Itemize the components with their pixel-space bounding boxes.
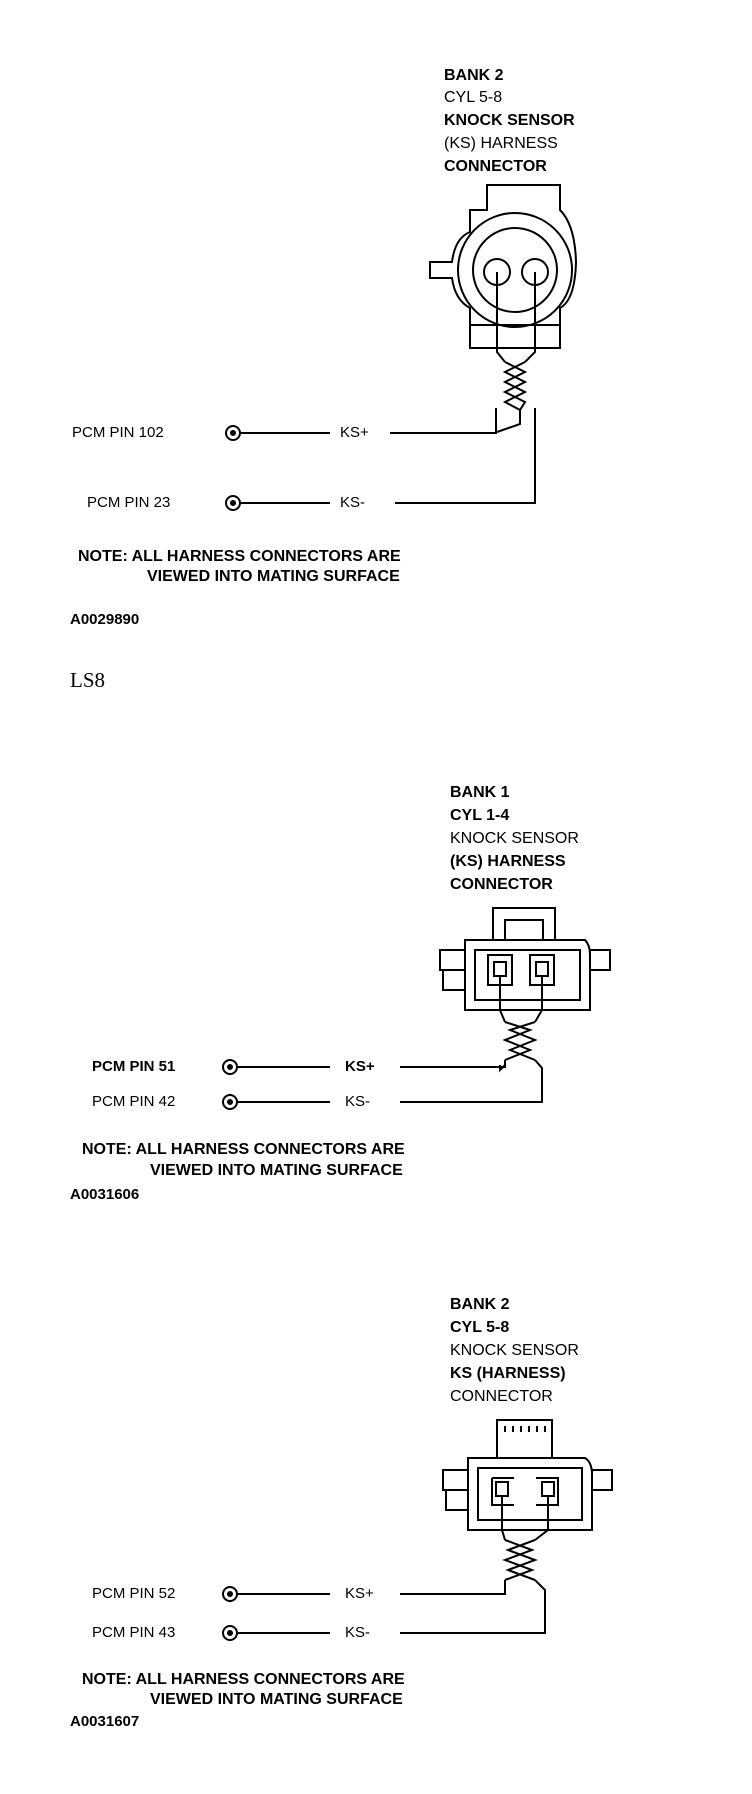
twisted-pair: [505, 1540, 532, 1580]
pin-terminal-42: [223, 1095, 237, 1109]
connector-latch: [497, 1420, 552, 1458]
ks-signal-label: KS+: [345, 1058, 375, 1075]
connector-tab-left: [440, 950, 465, 970]
connector-header-line: CYL 5-8: [450, 1319, 510, 1336]
connector-header-line: CONNECTOR: [450, 1388, 553, 1405]
note-line: NOTE: ALL HARNESS CONNECTORS ARE: [82, 1671, 405, 1688]
section-label: LS8: [70, 668, 106, 692]
note-line: VIEWED INTO MATING SURFACE: [150, 1691, 403, 1708]
twisted-pair: [505, 1022, 530, 1060]
connector-header-line: KS (HARNESS): [450, 1365, 566, 1382]
pcm-pin-label: PCM PIN 51: [92, 1058, 176, 1075]
note-line: VIEWED INTO MATING SURFACE: [150, 1162, 403, 1179]
connector-body: [468, 1458, 592, 1530]
ks-signal-label: KS-: [340, 494, 366, 511]
wire-ks-minus: [400, 1580, 545, 1633]
round-connector-drawing: [0, 0, 752, 560]
pcm-pin-label: PCM PIN 23: [87, 494, 171, 511]
connector-header-line: (KS) HARNESS: [450, 853, 566, 870]
connector-tab-left: [443, 1470, 468, 1490]
pcm-pin-label: PCM PIN 102: [72, 424, 164, 441]
wire-ks-plus: [400, 1060, 505, 1067]
connector-tab-right: [590, 950, 610, 970]
pin-terminal-51: [223, 1060, 237, 1074]
pcm-pin-label: PCM PIN 52: [92, 1585, 176, 1602]
connector-header-line: (KS) HARNESS: [444, 135, 558, 152]
figure-code: A0029890: [70, 611, 140, 628]
ks-signal-label: KS-: [345, 1093, 371, 1110]
connector-body: [465, 940, 590, 1010]
wire-ks-minus: [400, 1060, 542, 1102]
wire-ks-minus: [395, 408, 535, 503]
connector-header-line: CYL 5-8: [444, 89, 503, 106]
connector-latch: [493, 908, 555, 940]
connector-header-line: BANK 2: [450, 1296, 510, 1313]
connector-header-line: KNOCK SENSOR: [450, 1342, 579, 1359]
wire-ks-plus: [400, 1580, 505, 1594]
figure-code: A0031607: [70, 1713, 140, 1730]
ks-signal-label: KS-: [345, 1624, 371, 1641]
connector-header-line: BANK 1: [450, 784, 510, 801]
pcm-pin-label: PCM PIN 42: [92, 1093, 176, 1110]
connector-header-line: KNOCK SENSOR: [450, 830, 579, 847]
connector-face: [473, 228, 557, 312]
connector-header-line: CONNECTOR: [444, 158, 547, 175]
note-line: VIEWED INTO MATING SURFACE: [147, 568, 400, 585]
ks-signal-label: KS+: [345, 1585, 374, 1602]
connector-header-line: CYL 1-4: [450, 807, 510, 824]
connector-header-line: KNOCK SENSOR: [444, 112, 575, 129]
note-line: NOTE: ALL HARNESS CONNECTORS ARE: [82, 1141, 405, 1158]
connector-header-line: BANK 2: [444, 67, 504, 84]
figure-code: A0031606: [70, 1186, 140, 1203]
pin-terminal-52: [223, 1587, 237, 1601]
connector-tab-right: [592, 1470, 612, 1490]
connector-body: [430, 185, 576, 348]
note-line: NOTE: ALL HARNESS CONNECTORS ARE: [78, 548, 401, 565]
pcm-pin-label: PCM PIN 43: [92, 1624, 176, 1641]
wire-ks-plus: [390, 408, 496, 433]
square-connector-drawing: [0, 0, 752, 1200]
connector-pin-1: [492, 1478, 514, 1505]
pin-terminal-23: [226, 496, 240, 510]
connector-outer-ring: [458, 213, 572, 327]
ks-signal-label: KS+: [340, 424, 369, 441]
pin-terminal-102: [226, 426, 240, 440]
pin-terminal-43: [223, 1626, 237, 1640]
connector-header-line: CONNECTOR: [450, 876, 553, 893]
